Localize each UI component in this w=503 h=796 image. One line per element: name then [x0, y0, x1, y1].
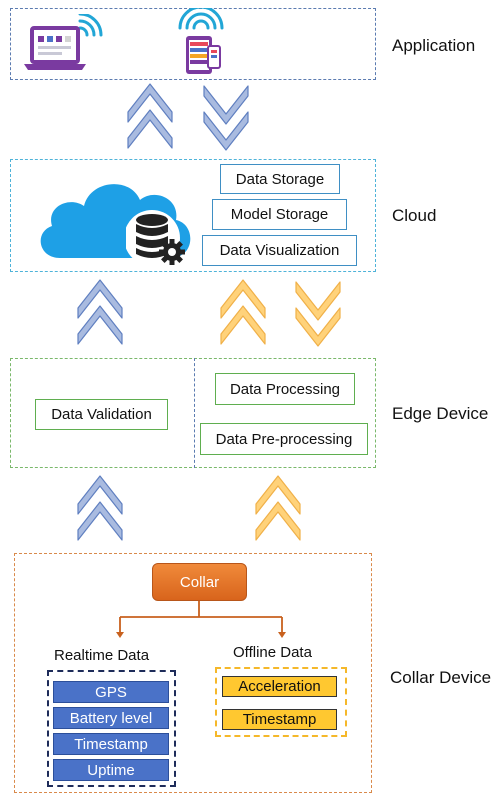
collar-node: Collar: [152, 563, 247, 601]
edge-cloud-up-arrow-left-chevron-1: [77, 279, 123, 319]
edge-divider: [194, 358, 195, 468]
offline-item-acceleration: Acceleration: [222, 676, 337, 697]
cloud-model-storage: Model Storage: [212, 199, 347, 230]
collar-edge-up-arrow-left-chevron-1: [77, 475, 123, 515]
collar-layer-box: [14, 553, 372, 793]
laptop-icon: [24, 14, 103, 70]
offline-data-title: Offline Data: [233, 644, 312, 661]
edge-cloud-up-arrow-right-chevron-2: [220, 305, 266, 345]
offline-item-timestamp: Timestamp: [222, 709, 337, 730]
collar-edge-up-arrow-left: [77, 475, 123, 541]
collar-edge-up-arrow-right: [255, 475, 301, 541]
edge-data-preprocessing: Data Pre-processing: [200, 423, 368, 455]
realtime-item-battery-level: Battery level: [53, 707, 169, 729]
layer-label-application: Application: [392, 36, 476, 55]
collar-edge-up-arrow-left-chevron-2: [77, 501, 123, 541]
edge-layer-box: [10, 358, 376, 468]
database-gear-icon: [126, 210, 185, 266]
collar-edge-up-arrow-right-chevron-1: [255, 475, 301, 515]
cloud-edge-down-arrow: [295, 281, 341, 347]
cloud-edge-down-arrow-chevron-2: [295, 307, 341, 347]
cloud-layer-box: [10, 159, 376, 272]
realtime-item-timestamp: Timestamp: [53, 733, 169, 755]
collar-edge-up-arrow-right-chevron-2: [255, 501, 301, 541]
edge-data-processing: Data Processing: [215, 373, 355, 405]
cloud-edge-down-arrow-chevron-1: [295, 281, 341, 321]
cloud-app-down-arrow-chevron-1: [203, 85, 249, 125]
layer-label-collar: Collar Device: [390, 668, 492, 687]
realtime-item-gps: GPS: [53, 681, 169, 703]
app-cloud-up-arrow: [127, 83, 173, 149]
tablet-icon: [178, 8, 224, 74]
edge-cloud-up-arrow-right: [220, 279, 266, 345]
realtime-item-uptime: Uptime: [53, 759, 169, 781]
edge-cloud-up-arrow-left-chevron-2: [77, 305, 123, 345]
app-cloud-up-arrow-chevron-1: [127, 83, 173, 123]
cloud-app-down-arrow: [203, 85, 249, 151]
offline-data-group: [215, 667, 347, 737]
wifi-icon: [78, 14, 103, 37]
cloud-data-visualization: Data Visualization: [202, 235, 357, 266]
realtime-data-group: [47, 670, 176, 787]
layer-label-edge: Edge Device: [392, 404, 489, 423]
cloud-app-down-arrow-chevron-2: [203, 111, 249, 151]
edge-cloud-up-arrow-left: [77, 279, 123, 345]
cloud-data-storage: Data Storage: [220, 164, 340, 194]
app-cloud-up-arrow-chevron-2: [127, 109, 173, 149]
realtime-data-title: Realtime Data: [54, 647, 150, 664]
edge-cloud-up-arrow-right-chevron-1: [220, 279, 266, 319]
edge-data-validation: Data Validation: [35, 399, 168, 430]
layer-label-cloud: Cloud: [392, 206, 437, 225]
